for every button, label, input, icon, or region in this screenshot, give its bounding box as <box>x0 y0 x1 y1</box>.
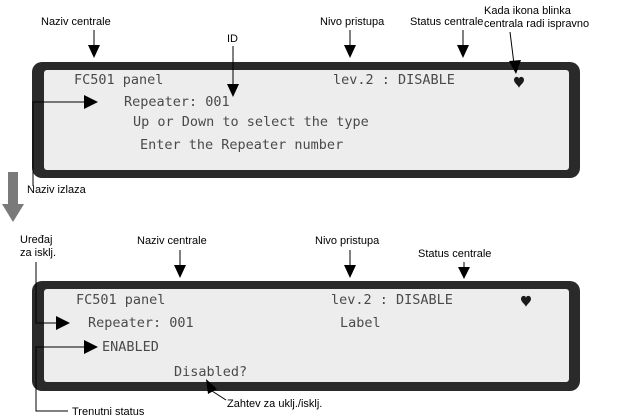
label-status-centrale-bottom: Status centrale <box>418 248 491 260</box>
heart-icon <box>514 76 524 88</box>
label-blink-note-line2: centrala radi ispravno <box>484 18 589 30</box>
flow-arrow-down <box>2 172 24 222</box>
arrow-nivo-pristupa-top <box>344 30 356 58</box>
lcd-bottom-line3: ENABLED <box>102 339 159 355</box>
label-naziv-centrale-bottom: Naziv centrale <box>137 235 207 247</box>
arrow-trenutni-status <box>35 340 98 412</box>
arrow-uredjaj <box>35 262 70 330</box>
lcd-bottom-line4: Disabled? <box>174 364 247 380</box>
lcd-top-line2: Repeater: 001 <box>124 94 230 110</box>
arrow-naziv-centrale-top <box>88 30 100 58</box>
lcd-top-line3: Up or Down to select the type <box>133 114 369 130</box>
lcd-bottom-line2-left: Repeater: 001 <box>88 315 194 331</box>
arrow-zahtev <box>206 379 227 401</box>
label-naziv-izlaza: Naziv izlaza <box>27 184 87 196</box>
arrow-blink-note <box>509 31 521 74</box>
lcd-screen-top <box>44 70 569 170</box>
arrow-naziv-centrale-bottom <box>174 250 186 278</box>
lcd-bottom-panel-name: FC501 panel <box>76 292 165 308</box>
arrow-status-centrale-top <box>457 30 469 58</box>
arrow-id <box>227 46 239 97</box>
label-nivo-pristupa-top: Nivo pristupa <box>320 16 385 28</box>
label-blink-note-line1: Kada ikona blinka <box>484 5 572 17</box>
lcd-bottom-access-status: lev.2 : DISABLE <box>331 292 453 308</box>
heart-icon <box>521 295 531 307</box>
label-naziv-centrale-top: Naziv centrale <box>41 16 111 28</box>
lcd-screen-bottom <box>44 289 569 382</box>
lcd-top-panel-name: FC501 panel <box>74 72 163 88</box>
label-id: ID <box>227 33 238 45</box>
label-uredjaj-line1: Uređaj <box>20 234 52 246</box>
label-zahtev: Zahtev za uklj./isklj. <box>227 398 322 410</box>
label-trenutni-status: Trenutni status <box>72 406 145 418</box>
lcd-top-access-status: lev.2 : DISABLE <box>333 72 455 88</box>
arrow-status-centrale-bottom <box>458 262 470 279</box>
label-status-centrale-top: Status centrale <box>410 16 483 28</box>
arrow-naziv-izlaza <box>32 95 98 186</box>
label-nivo-pristupa-bottom: Nivo pristupa <box>315 235 380 247</box>
label-uredjaj-line2: za isklj. <box>20 247 56 259</box>
lcd-top-line4: Enter the Repeater number <box>140 137 343 153</box>
arrow-nivo-pristupa-bottom <box>344 250 356 278</box>
lcd-bottom-line2-right: Label <box>340 315 381 331</box>
